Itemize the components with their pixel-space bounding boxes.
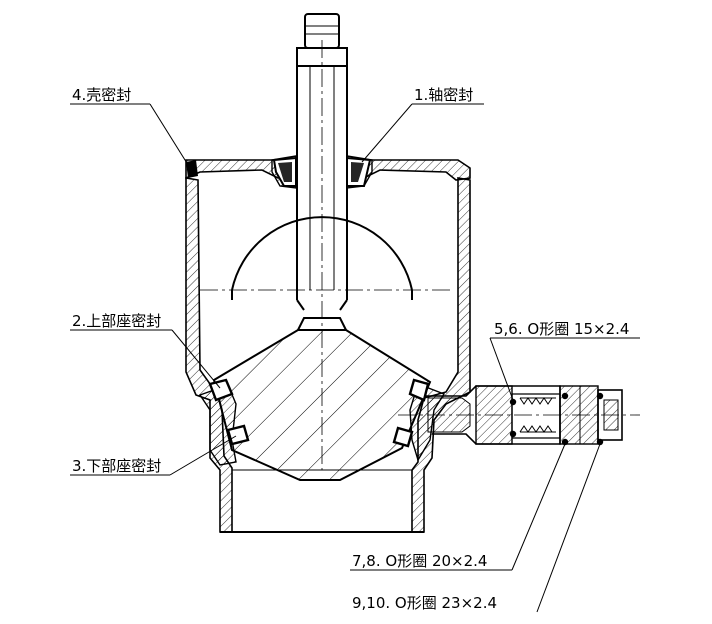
top-cover xyxy=(185,155,471,189)
label-oring-20: 7,8. O形圈 20×2.4 xyxy=(352,552,487,570)
label-upper-seat-seal: 2.上部座密封 xyxy=(72,312,161,330)
shaft-seal-marks xyxy=(272,156,372,187)
label-shaft-seal: 1.轴密封 xyxy=(414,86,473,104)
upper-seat-seal-marks xyxy=(208,378,430,402)
shell-seal-mark xyxy=(186,160,198,178)
leader-lines xyxy=(70,103,640,613)
label-shell-seal: 4.壳密封 xyxy=(72,86,131,104)
label-oring-23: 9,10. O形圈 23×2.4 xyxy=(352,594,497,612)
label-oring-15: 5,6. O形圈 15×2.4 xyxy=(494,320,629,338)
oring-marks xyxy=(509,392,604,446)
label-lower-seat-seal: 3.下部座密封 xyxy=(72,457,161,475)
side-port xyxy=(418,385,623,445)
lower-seat-seal-marks xyxy=(226,424,414,448)
